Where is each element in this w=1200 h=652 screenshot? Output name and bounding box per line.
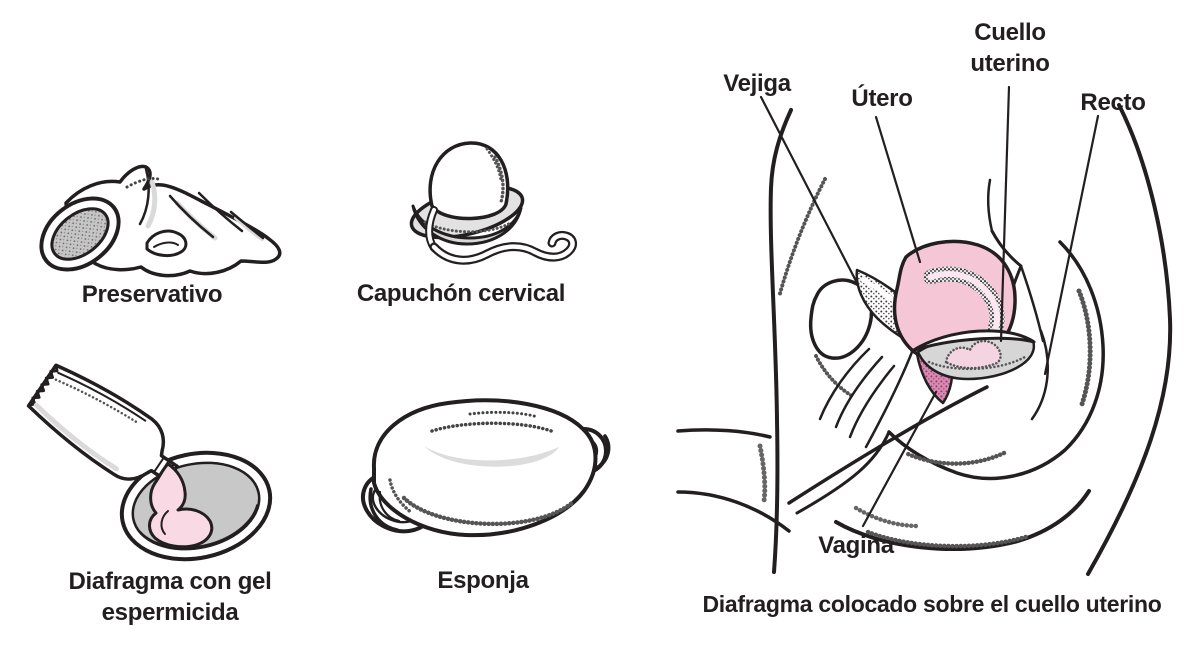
label-utero: Útero — [851, 85, 913, 112]
label-vagina: Vagina — [818, 532, 894, 559]
label-recto: Recto — [1080, 89, 1146, 116]
label-cuello-uterino: Cuello uterino — [970, 19, 1050, 77]
condom-illustration — [39, 164, 282, 278]
sponge-illustration — [361, 398, 611, 538]
label-esponja: Esponja — [437, 567, 529, 594]
diaphragm-gel-illustration — [26, 363, 273, 562]
label-capuchon-cervical: Capuchón cervical — [356, 280, 566, 307]
figure-caption: Diafragma colocado sobre el cuello uteri… — [702, 591, 1162, 617]
label-diafragma-gel: Diafragma con gel espermicida — [68, 568, 272, 626]
label-preservativo: Preservativo — [81, 281, 223, 308]
label-vejiga: Vejiga — [723, 70, 791, 97]
cervical-cap-illustration — [409, 141, 578, 265]
anatomy-illustration — [676, 85, 1173, 576]
